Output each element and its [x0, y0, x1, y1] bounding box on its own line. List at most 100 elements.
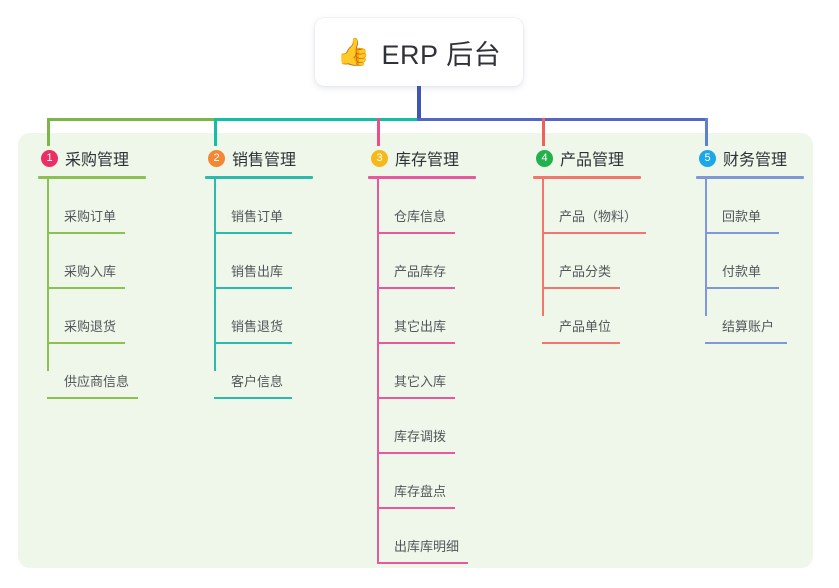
- leaf-item-underline: [214, 287, 292, 289]
- item-stem-connector: [377, 179, 379, 564]
- column-header-2[interactable]: 2 销售管理: [205, 146, 313, 170]
- item-stem-connector: [214, 179, 216, 371]
- leaf-item-label: 库存调拨: [394, 429, 447, 444]
- leaf-item-underline: [377, 232, 455, 234]
- column-items-5: 回款单付款单结算账户: [696, 179, 804, 344]
- column-underline: [205, 176, 313, 179]
- drop-connector-4: [542, 118, 545, 146]
- leaf-item-underline: [377, 287, 455, 289]
- bar-segment-mid: [214, 118, 421, 121]
- column-title: 销售管理: [232, 152, 297, 169]
- leaf-item[interactable]: 产品库存: [368, 234, 476, 289]
- leaf-item-underline: [214, 232, 292, 234]
- column-header-5[interactable]: 5 财务管理: [696, 146, 804, 170]
- number-badge-icon: 4: [536, 149, 553, 167]
- leaf-item[interactable]: 回款单: [696, 179, 804, 234]
- leaf-item-label: 采购入库: [64, 264, 117, 279]
- leaf-item-underline: [377, 507, 455, 509]
- leaf-item-label: 其它出库: [394, 319, 447, 334]
- drop-connector-5: [705, 118, 708, 146]
- column-title: 财务管理: [723, 152, 788, 169]
- column-underline: [368, 176, 476, 179]
- leaf-item[interactable]: 客户信息: [205, 344, 313, 399]
- leaf-item-label: 产品分类: [559, 264, 612, 279]
- leaf-item-label: 产品（物料）: [559, 209, 638, 224]
- column-underline: [696, 176, 804, 179]
- column-underline: [38, 176, 146, 179]
- leaf-item[interactable]: 销售出库: [205, 234, 313, 289]
- leaf-item[interactable]: 其它入库: [368, 344, 476, 399]
- leaf-item-underline: [47, 287, 125, 289]
- number-badge-icon: 5: [699, 149, 716, 167]
- leaf-item-label: 销售订单: [231, 209, 284, 224]
- leaf-item-underline: [377, 452, 455, 454]
- thumbs-up-icon: 👍: [336, 36, 371, 68]
- leaf-item-label: 仓库信息: [394, 209, 447, 224]
- leaf-item[interactable]: 其它出库: [368, 289, 476, 344]
- leaf-item-label: 供应商信息: [64, 374, 130, 389]
- leaf-item-underline: [47, 342, 125, 344]
- leaf-item-label: 产品库存: [394, 264, 447, 279]
- bar-segment-left: [47, 118, 217, 121]
- leaf-item-underline: [47, 397, 138, 399]
- number-badge-icon: 3: [371, 149, 388, 167]
- drop-connector-3: [377, 118, 380, 146]
- diagram-panel: [18, 133, 813, 568]
- number-badge-icon: 1: [41, 149, 58, 167]
- leaf-item[interactable]: 库存调拨: [368, 399, 476, 454]
- column-4: 4 产品管理产品（物料） 产品分类产品单位: [533, 146, 646, 344]
- root-trunk-connector: [417, 86, 421, 121]
- leaf-item-label: 销售出库: [231, 264, 284, 279]
- number-badge-icon: 2: [208, 149, 225, 167]
- leaf-item-underline: [377, 342, 455, 344]
- root-node-content: 👍 ERP 后台: [337, 33, 501, 72]
- item-stem-connector: [542, 179, 544, 316]
- leaf-item-underline: [542, 287, 620, 289]
- leaf-item-underline: [705, 232, 779, 234]
- leaf-item[interactable]: 结算账户: [696, 289, 804, 344]
- item-stem-connector: [47, 179, 49, 371]
- column-header-3[interactable]: 3 库存管理: [368, 146, 476, 170]
- leaf-item-label: 付款单: [722, 264, 762, 279]
- leaf-item[interactable]: 仓库信息: [368, 179, 476, 234]
- drop-connector-2: [214, 118, 217, 146]
- column-items-2: 销售订单销售出库销售退货客户信息: [205, 179, 313, 399]
- leaf-item[interactable]: 采购退货: [38, 289, 146, 344]
- leaf-item[interactable]: 库存盘点: [368, 454, 476, 509]
- leaf-item[interactable]: 产品分类: [533, 234, 641, 289]
- leaf-item-label: 其它入库: [394, 374, 447, 389]
- leaf-item[interactable]: 销售退货: [205, 289, 313, 344]
- leaf-item-label: 结算账户: [722, 319, 775, 334]
- item-stem-connector: [705, 179, 707, 316]
- column-title: 库存管理: [395, 152, 460, 169]
- leaf-item-underline: [47, 232, 125, 234]
- column-title: 产品管理: [560, 152, 625, 169]
- leaf-item-label: 采购订单: [64, 209, 117, 224]
- column-header-4[interactable]: 4 产品管理: [533, 146, 641, 170]
- leaf-item-underline: [377, 562, 468, 564]
- root-node[interactable]: 👍 ERP 后台: [315, 18, 523, 86]
- leaf-item-label: 销售退货: [231, 319, 284, 334]
- leaf-item-underline: [705, 287, 779, 289]
- column-header-1[interactable]: 1 采购管理: [38, 146, 146, 170]
- column-5: 5 财务管理回款单付款单结算账户: [696, 146, 804, 344]
- leaf-item-underline: [542, 232, 646, 234]
- column-items-4: 产品（物料） 产品分类产品单位: [533, 179, 646, 344]
- leaf-item[interactable]: 付款单: [696, 234, 804, 289]
- leaf-item[interactable]: 采购订单: [38, 179, 146, 234]
- leaf-item[interactable]: 产品（物料）: [533, 179, 646, 234]
- leaf-item[interactable]: 销售订单: [205, 179, 313, 234]
- leaf-item[interactable]: 出库库明细: [368, 509, 476, 564]
- leaf-item-underline: [705, 342, 787, 344]
- leaf-item-label: 产品单位: [559, 319, 612, 334]
- drop-connector-1: [47, 118, 50, 146]
- leaf-item-label: 客户信息: [231, 374, 284, 389]
- root-node-title: ERP 后台: [381, 39, 502, 70]
- leaf-item[interactable]: 采购入库: [38, 234, 146, 289]
- column-3: 3 库存管理仓库信息产品库存其它出库其它入库库存调拨库存盘点出库库明细: [368, 146, 476, 564]
- leaf-item[interactable]: 供应商信息: [38, 344, 146, 399]
- column-title: 采购管理: [65, 152, 130, 169]
- leaf-item-underline: [214, 397, 292, 399]
- leaf-item[interactable]: 产品单位: [533, 289, 641, 344]
